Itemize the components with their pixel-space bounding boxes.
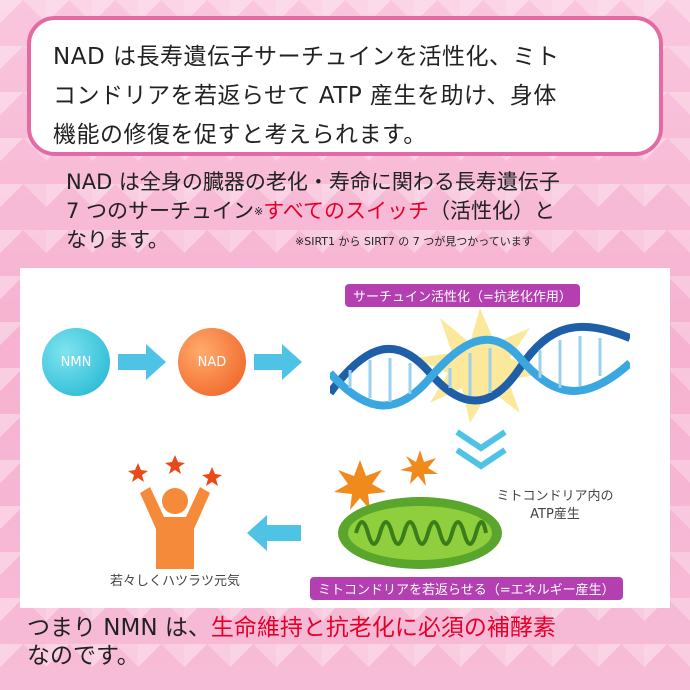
conclusion-text: つまり NMN は、生命維持と抗老化に必須の補酵素 なのです。: [27, 614, 667, 670]
intro-line-2-pre: 7 つのサーチュイン: [66, 199, 255, 223]
summary-box: NAD は長寿遺伝子サーチュインを活性化、ミト コンドリアを若返らせて ATP …: [27, 16, 663, 156]
arrow-left-icon: [247, 515, 301, 551]
intro-line-2-post: （活性化）と: [428, 199, 555, 223]
summary-line-2: コンドリアを若返らせて ATP 産生を助け、身体: [53, 83, 557, 109]
intro-line-3: なります。: [66, 228, 169, 252]
mito-tag: ミトコンドリアを若返らせる（=エネルギー産生）: [310, 577, 623, 600]
intro-text: NAD は全身の臓器の老化・寿命に関わる長寿遺伝子 7 つのサーチュイン※すべて…: [66, 168, 656, 255]
summary-line-1: NAD は長寿遺伝子サーチュインを活性化、ミト: [53, 44, 560, 70]
arrow-right-icon: [254, 344, 302, 380]
dna-helix-icon: [330, 308, 630, 423]
person-label: 若々しくハツラツ元気: [109, 574, 240, 589]
intro-highlight: すべてのスイッチ: [263, 199, 429, 223]
intro-line-1: NAD は全身の臓器の老化・寿命に関わる長寿遺伝子: [66, 170, 560, 194]
mito-label: ミトコンドリア内の ATP産生: [485, 488, 625, 524]
intro-line-2: 7 つのサーチュイン※すべてのスイッチ（活性化）と: [66, 197, 656, 226]
conclusion-line-1: つまり NMN は、生命維持と抗老化に必須の補酵素: [27, 614, 667, 642]
mito-label-line-1: ミトコンドリア内の: [496, 489, 614, 504]
sirtuin-tag: サーチュイン活性化（=抗老化作用）: [345, 284, 580, 307]
mito-label-line-2: ATP産生: [530, 507, 580, 522]
energetic-person-icon: [128, 455, 222, 569]
conclusion-pre: つまり NMN は、: [27, 615, 211, 641]
chevron-down-icon: [455, 429, 507, 470]
conclusion-line-2: なのです。: [27, 643, 140, 669]
footnote-mark: ※: [254, 205, 264, 218]
nad-circle: NAD: [178, 328, 246, 396]
footnote: ※SIRT1 から SIRT7 の 7 つが見つかっています: [295, 235, 533, 248]
conclusion-highlight: 生命維持と抗老化に必須の補酵素: [210, 615, 556, 641]
nmn-circle: NMN: [42, 328, 110, 396]
arrow-right-icon: [118, 344, 166, 380]
summary-line-3: 機能の修復を促すと考えられます。: [53, 122, 427, 148]
diagram-panel: NMN NAD サーチュイン活性化（=抗老化作用） ミトコンドリア内の AT: [20, 268, 670, 608]
mitochondria-icon: [334, 450, 502, 569]
